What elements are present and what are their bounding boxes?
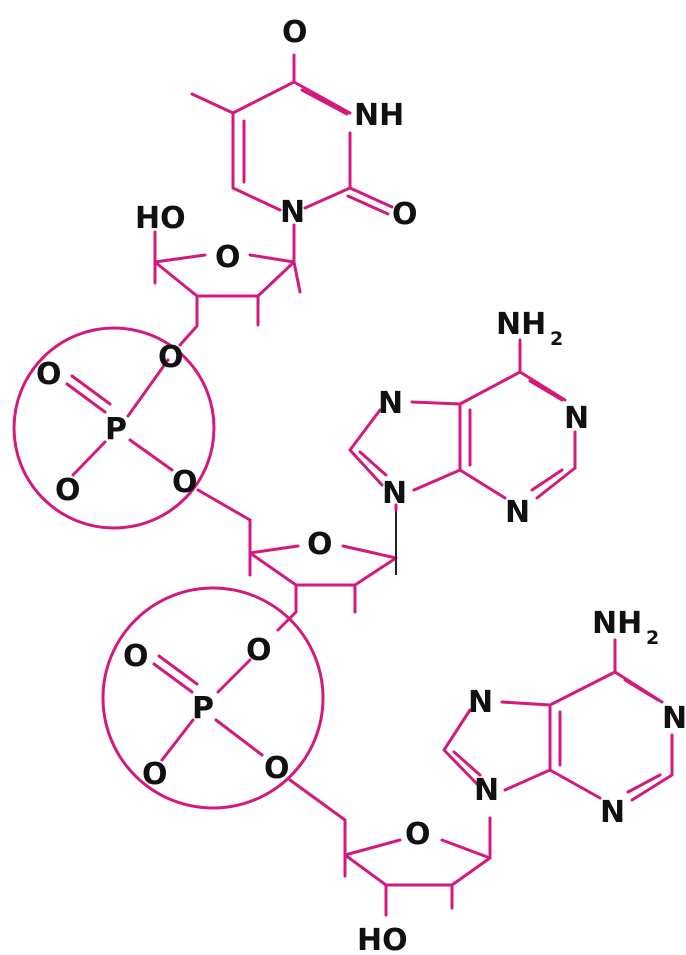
adenine1-n9: N [382, 476, 407, 511]
adenine1-n7: N [378, 386, 403, 421]
phosphate2-oxygen-double: O [123, 639, 149, 674]
adenine2-n1: N [662, 701, 686, 736]
phosphate2-oxygen-lower-right: O [264, 751, 290, 786]
adenine2-n9: N [474, 773, 499, 808]
adenine1-amine-nh: NH [496, 307, 546, 342]
phosphate1-phosphorus: P [105, 412, 127, 447]
adenine1-n3: N [505, 495, 530, 530]
thymine-n1: N [280, 195, 305, 230]
sugar1-ring-oxygen: O [215, 240, 241, 275]
adenine2-n7: N [468, 685, 493, 720]
sugar-ring-1 [153, 230, 302, 347]
phosphate1-oxygen-lower-right: O [172, 465, 198, 500]
adenine1-n1: N [564, 401, 589, 436]
adenine1-amine-subscript: 2 [550, 328, 563, 350]
thymine-oxygen-top: O [282, 15, 308, 50]
adenine2-amine-subscript: 2 [646, 627, 659, 649]
phosphate1-oxygen-lower-left: O [55, 473, 81, 508]
sugar3-ho: HO [357, 923, 408, 955]
thymine-nh: NH [354, 98, 404, 133]
phosphate1-oxygen-double: O [36, 357, 62, 392]
adenine2-amine-nh: NH [592, 606, 642, 641]
sugar2-ring-oxygen: O [307, 527, 333, 562]
adenine-base-1 [348, 338, 577, 512]
sugar-ring-3 [343, 816, 492, 917]
sugar-ring-2 [248, 505, 398, 632]
phosphate2-oxygen-lower-left: O [142, 757, 168, 792]
phosphate1-oxygen-upper: O [158, 340, 184, 375]
thymine-oxygen-right: O [392, 197, 418, 232]
phosphate-highlight-circle-1 [12, 326, 216, 530]
thymine-base [190, 53, 394, 264]
adenine2-n3: N [600, 795, 625, 830]
phosphate-group-2 [101, 586, 347, 822]
phosphate2-oxygen-upper: O [246, 633, 272, 668]
sugar1-ho: HO [135, 201, 186, 236]
sugar3-ring-oxygen: O [405, 817, 431, 852]
phosphate2-phosphorus: P [192, 691, 214, 726]
phosphate-group-1 [12, 326, 252, 530]
phosphate-highlight-circle-2 [101, 586, 325, 810]
adenine-base-2 [442, 638, 674, 802]
